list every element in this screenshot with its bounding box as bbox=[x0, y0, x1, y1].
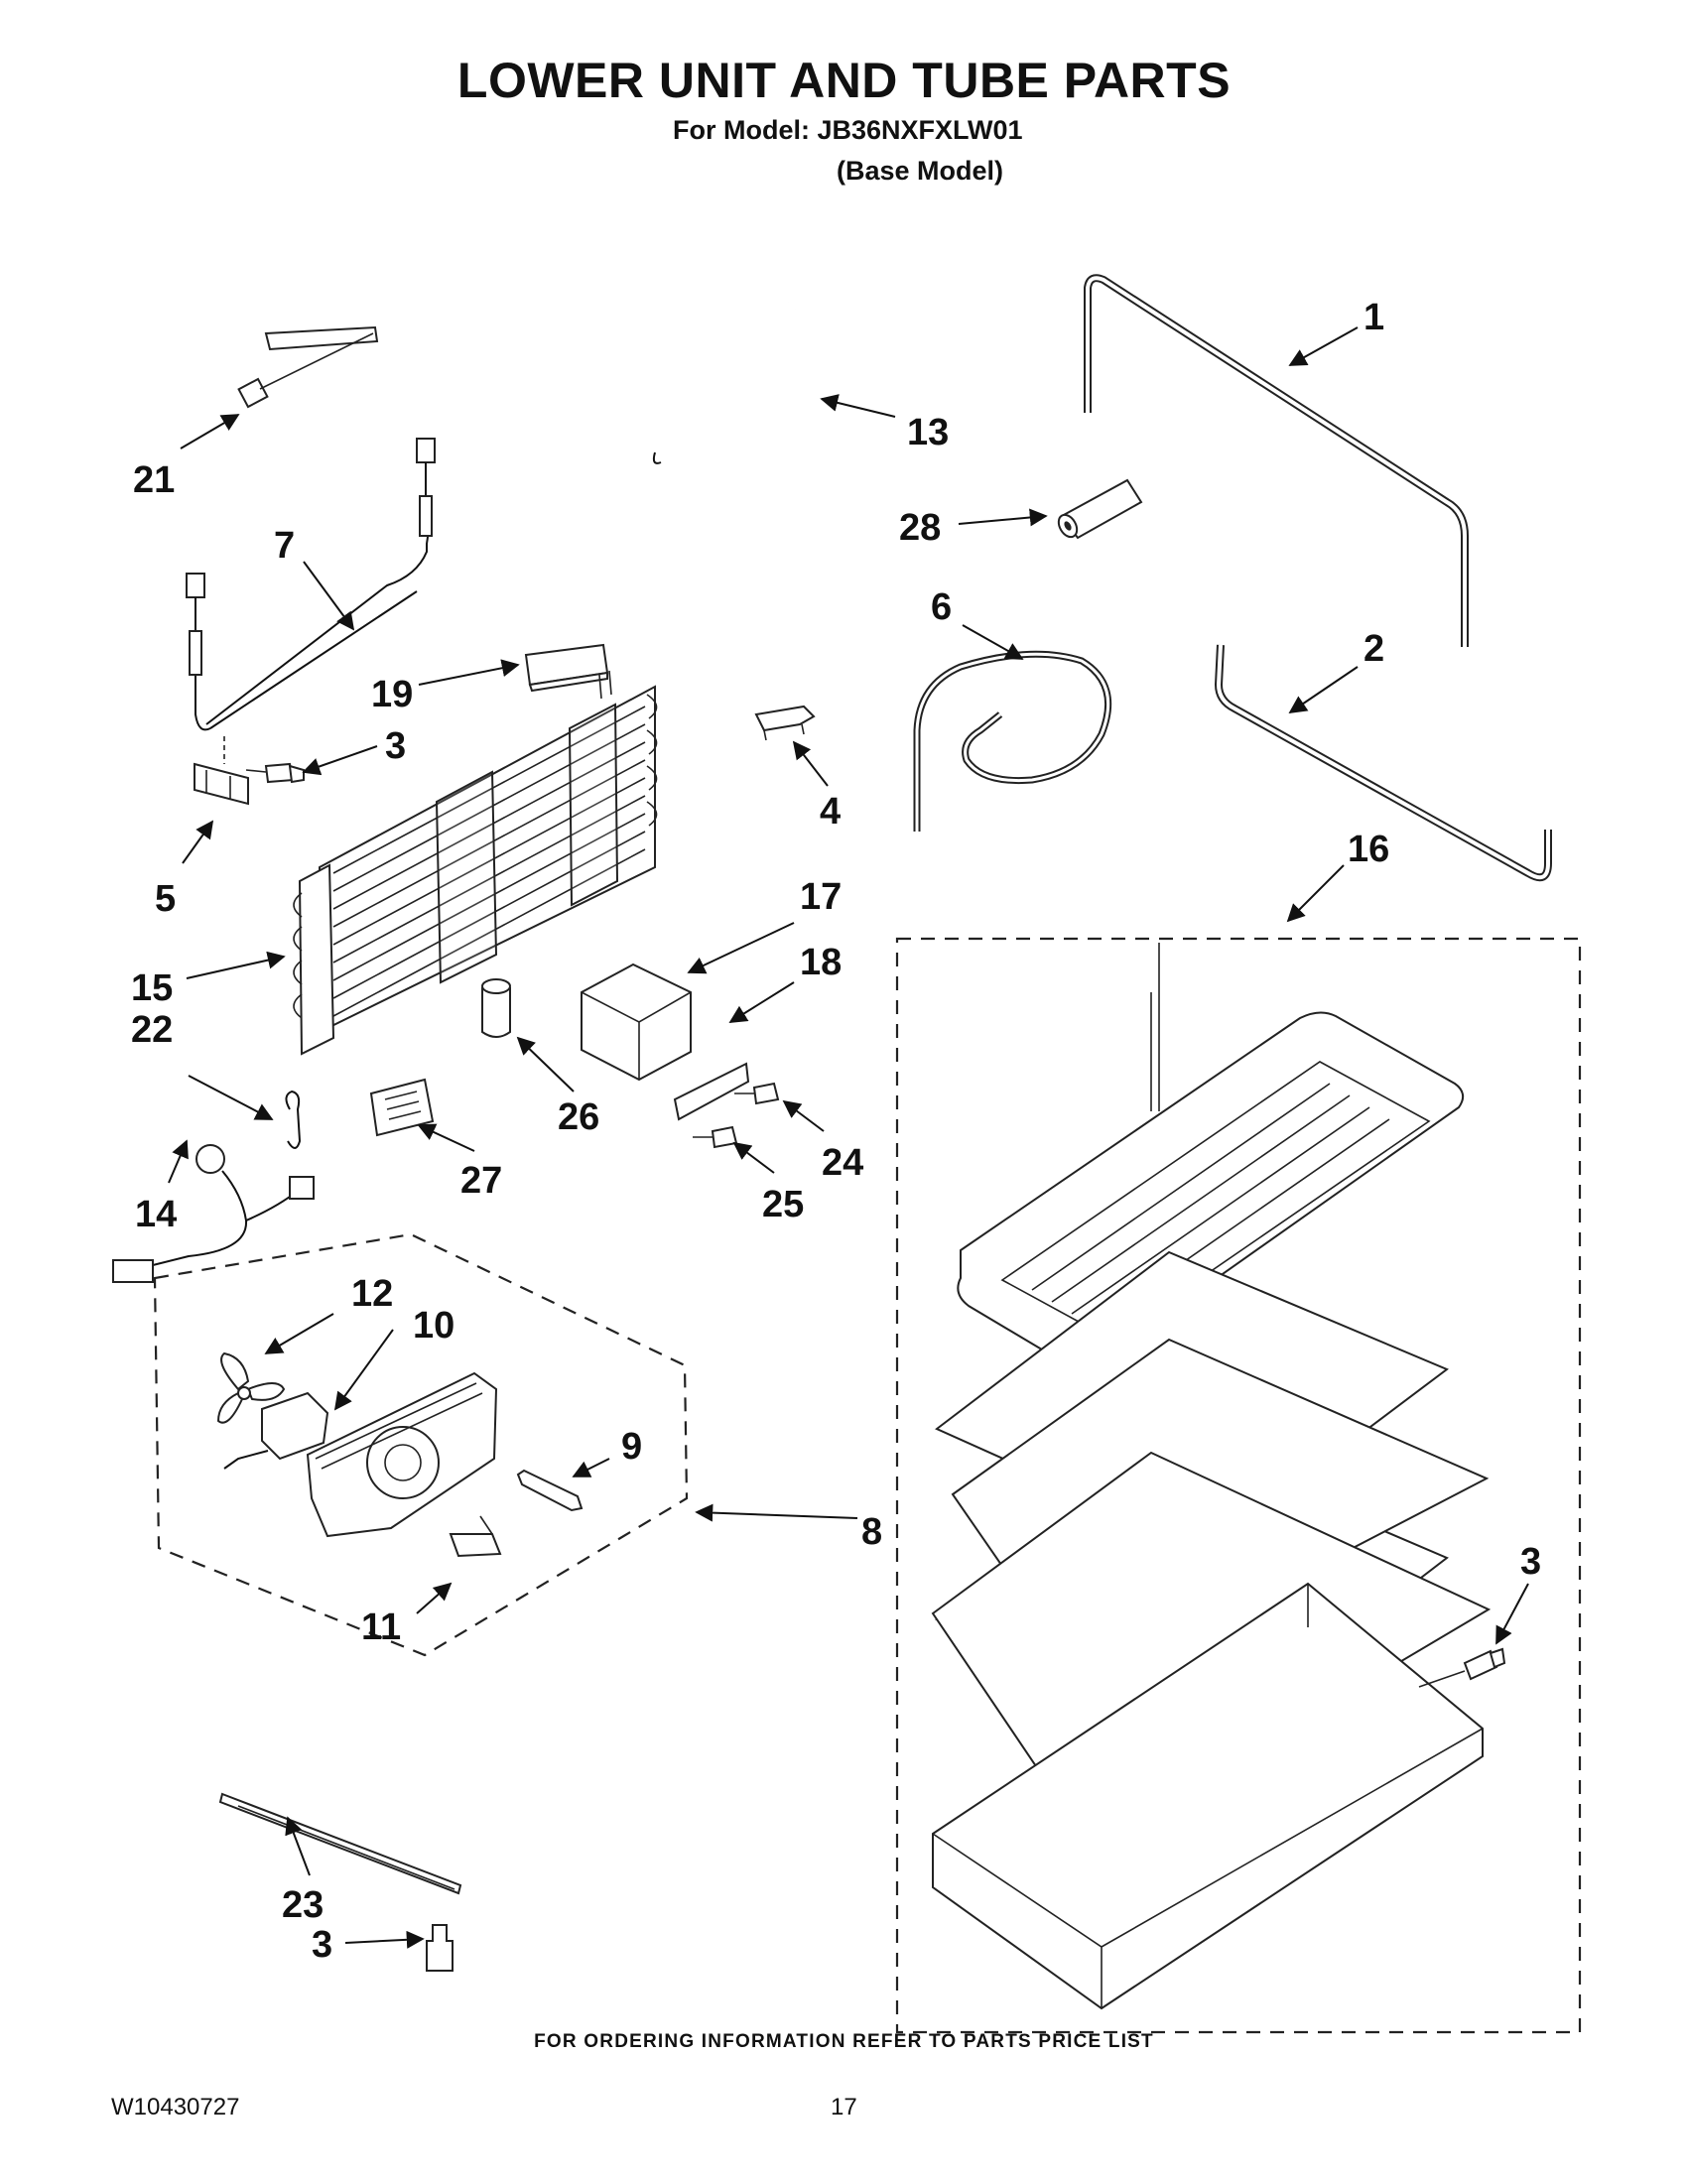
part-capillary-tube bbox=[913, 650, 1112, 832]
callout-24: 24 bbox=[822, 1142, 863, 1184]
part-screw-right bbox=[1418, 1647, 1506, 1688]
part-lower-pan bbox=[932, 1582, 1484, 2010]
part-tube-1 bbox=[1084, 274, 1469, 647]
part-screw-25 bbox=[693, 1125, 738, 1149]
callout-labels: 1 2 3 3 3 4 5 6 7 8 9 10 11 12 13 14 15 … bbox=[131, 297, 1541, 1966]
callout-17: 17 bbox=[800, 876, 842, 918]
callout-16: 16 bbox=[1348, 829, 1389, 870]
callout-12: 12 bbox=[351, 1273, 393, 1315]
group-box-drain-pan bbox=[895, 937, 1582, 2034]
callout-18: 18 bbox=[800, 942, 842, 983]
callout-27: 27 bbox=[460, 1160, 502, 1202]
part-screw-upper bbox=[245, 762, 305, 784]
part-fan-blade bbox=[216, 1351, 286, 1424]
callout-22: 22 bbox=[131, 1009, 173, 1051]
callout-13: 13 bbox=[907, 412, 949, 453]
callout-2: 2 bbox=[1363, 628, 1384, 670]
callout-11: 11 bbox=[361, 1606, 401, 1648]
callout-25: 25 bbox=[762, 1184, 804, 1225]
callout-7: 7 bbox=[274, 525, 295, 567]
callout-10: 10 bbox=[413, 1305, 454, 1347]
part-screw-24 bbox=[734, 1082, 780, 1105]
part-sensor-harness bbox=[112, 1144, 315, 1283]
callout-4: 4 bbox=[820, 791, 841, 833]
page-number: 17 bbox=[831, 2094, 857, 2120]
part-cable-tie bbox=[237, 325, 379, 409]
part-cylinder bbox=[481, 978, 511, 1038]
group-box-fan-assembly bbox=[153, 1232, 689, 1657]
part-link bbox=[516, 1469, 584, 1512]
part-fan-motor bbox=[223, 1391, 329, 1470]
part-fan-housing bbox=[306, 1371, 498, 1538]
part-screw-bottom bbox=[426, 1924, 454, 1972]
part-small-bracket bbox=[449, 1515, 502, 1558]
callout-3-right: 3 bbox=[1520, 1541, 1541, 1583]
callout-6: 6 bbox=[931, 586, 952, 628]
part-board bbox=[369, 1078, 435, 1137]
model-line: For Model: JB36NXFXLW01 bbox=[673, 115, 1023, 145]
callout-23: 23 bbox=[282, 1884, 324, 1926]
ordering-note: FOR ORDERING INFORMATION REFER TO PARTS … bbox=[534, 2031, 1154, 2052]
callout-5: 5 bbox=[155, 878, 176, 920]
callout-8: 8 bbox=[861, 1511, 882, 1553]
part-tube-2 bbox=[1214, 644, 1552, 882]
callout-19: 19 bbox=[371, 674, 413, 715]
callout-28: 28 bbox=[899, 507, 941, 549]
base-model-label: (Base Model) bbox=[837, 156, 1004, 186]
document-number: W10430727 bbox=[111, 2094, 240, 2120]
part-wire-harness bbox=[186, 438, 436, 731]
part-bracket bbox=[194, 736, 249, 806]
part-strip bbox=[218, 1792, 462, 1895]
part-sleeve bbox=[1057, 478, 1143, 540]
part-bracket-box bbox=[581, 963, 692, 1082]
part-drain-pan bbox=[957, 943, 1465, 1366]
callout-9: 9 bbox=[621, 1426, 642, 1468]
part-clip bbox=[754, 705, 816, 741]
leader-lines bbox=[168, 326, 1529, 1949]
part-hook bbox=[285, 1090, 302, 1149]
page-title: LOWER UNIT AND TUBE PARTS bbox=[456, 53, 1232, 108]
part-tube-13 bbox=[652, 302, 806, 466]
callout-15: 15 bbox=[131, 967, 173, 1009]
callout-1: 1 bbox=[1363, 297, 1384, 338]
part-evaporator bbox=[293, 670, 658, 1056]
part-pad bbox=[524, 643, 609, 693]
part-plate bbox=[673, 1062, 750, 1121]
callout-21: 21 bbox=[133, 459, 175, 501]
callout-3-bottom: 3 bbox=[312, 1924, 332, 1966]
callout-26: 26 bbox=[558, 1096, 599, 1138]
callout-3-upper: 3 bbox=[385, 725, 406, 767]
callout-14: 14 bbox=[135, 1194, 177, 1235]
